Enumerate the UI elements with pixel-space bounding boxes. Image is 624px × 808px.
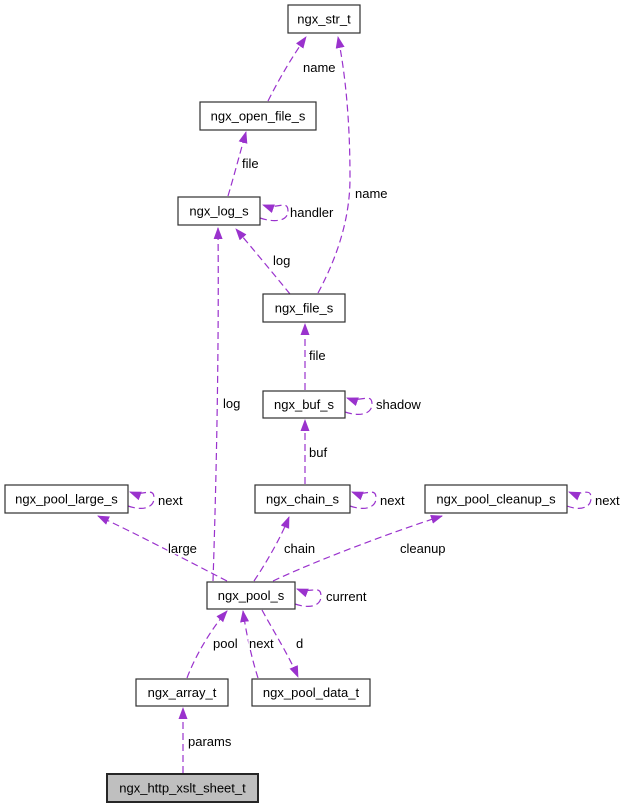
node-ngx-array-t[interactable]: ngx_array_t <box>135 678 229 707</box>
node-box <box>424 484 568 514</box>
edge-label-d: d <box>296 636 303 651</box>
node-ngx-log-s[interactable]: ngx_log_s <box>177 196 261 226</box>
nodes-layer: ngx_str_t ngx_open_file_s ngx_log_s ngx_… <box>4 4 568 803</box>
edge-label-shadow: shadow <box>376 397 421 412</box>
node-ngx-pool-cleanup-s[interactable]: ngx_pool_cleanup_s <box>424 484 568 514</box>
edge-label-file-2: file <box>309 348 326 363</box>
node-box <box>4 484 129 514</box>
edge-pool-large-next-selfloop <box>127 491 155 509</box>
node-label: ngx_buf_s <box>274 397 334 412</box>
edge-label-large: large <box>168 541 197 556</box>
node-ngx-pool-data-t[interactable]: ngx_pool_data_t <box>251 678 371 707</box>
node-label: ngx_array_t <box>148 685 217 700</box>
edge-label-buf: buf <box>309 445 327 460</box>
edge-label-log-2: log <box>223 396 240 411</box>
node-box <box>254 484 351 514</box>
node-box <box>287 4 361 34</box>
edge-file-to-str <box>317 36 351 294</box>
edge-pool-cleanup-next-selfloop <box>566 491 592 509</box>
edge-label-params: params <box>188 734 232 749</box>
edge-label-name-2: name <box>355 186 388 201</box>
node-box <box>135 678 229 707</box>
node-ngx-pool-large-s[interactable]: ngx_pool_large_s <box>4 484 129 514</box>
node-label: ngx_pool_data_t <box>263 685 360 700</box>
node-box <box>251 678 371 707</box>
node-label: ngx_pool_large_s <box>15 492 118 507</box>
edge-label-pool: pool <box>213 636 238 651</box>
node-ngx-str-t[interactable]: ngx_str_t <box>287 4 361 34</box>
node-ngx-buf-s[interactable]: ngx_buf_s <box>262 390 346 419</box>
node-ngx-open-file-s[interactable]: ngx_open_file_s <box>199 101 317 131</box>
edge-label-log-1: log <box>273 253 290 268</box>
node-box <box>262 390 346 419</box>
edge-label-chain: chain <box>284 541 315 556</box>
node-label: ngx_pool_s <box>218 588 285 603</box>
edge-label-cleanup: cleanup <box>400 541 446 556</box>
edge-open-file-to-str <box>267 36 307 102</box>
edge-pool-to-pool-large <box>97 515 228 582</box>
edge-buf-shadow-selfloop <box>344 397 373 415</box>
node-label: ngx_pool_cleanup_s <box>436 492 556 507</box>
node-label: ngx_open_file_s <box>211 109 306 124</box>
edge-pool-to-chain <box>253 516 290 582</box>
node-box <box>177 196 261 226</box>
node-label: ngx_chain_s <box>266 492 339 507</box>
edge-log-handler-selfloop <box>259 204 289 222</box>
edge-pool-to-pool-cleanup <box>272 515 443 582</box>
node-box <box>199 101 317 131</box>
edge-pool-to-log <box>212 227 223 582</box>
node-label: ngx_log_s <box>189 204 249 219</box>
edge-label-current: current <box>326 589 367 604</box>
node-box-main <box>106 773 259 803</box>
edge-pool-data-to-pool <box>240 610 259 679</box>
edge-label-next-3: next <box>595 493 620 508</box>
edge-label-next-1: next <box>158 493 183 508</box>
node-box <box>262 293 346 323</box>
edge-log-to-open-file <box>227 131 248 197</box>
node-label: ngx_file_s <box>275 301 334 316</box>
edge-label-next-2: next <box>380 493 405 508</box>
edge-chain-next-selfloop <box>349 491 377 509</box>
edge-pool-current-selfloop <box>294 588 322 607</box>
node-ngx-file-s[interactable]: ngx_file_s <box>262 293 346 323</box>
edge-label-handler: handler <box>290 205 334 220</box>
node-label: ngx_str_t <box>297 12 351 27</box>
edge-label-next-4: next <box>249 636 274 651</box>
edge-array-to-pool <box>186 610 228 679</box>
node-label: ngx_http_xslt_sheet_t <box>119 781 246 796</box>
edge-label-name-1: name <box>303 60 336 75</box>
node-ngx-http-xslt-sheet-t[interactable]: ngx_http_xslt_sheet_t <box>106 773 259 803</box>
edges-layer: name name file handler log log file shad… <box>97 36 621 773</box>
node-ngx-chain-s[interactable]: ngx_chain_s <box>254 484 351 514</box>
edge-pool-to-pool-data <box>261 609 299 678</box>
node-ngx-pool-s[interactable]: ngx_pool_s <box>206 581 296 610</box>
edge-label-file-1: file <box>242 156 259 171</box>
node-box <box>206 581 296 610</box>
